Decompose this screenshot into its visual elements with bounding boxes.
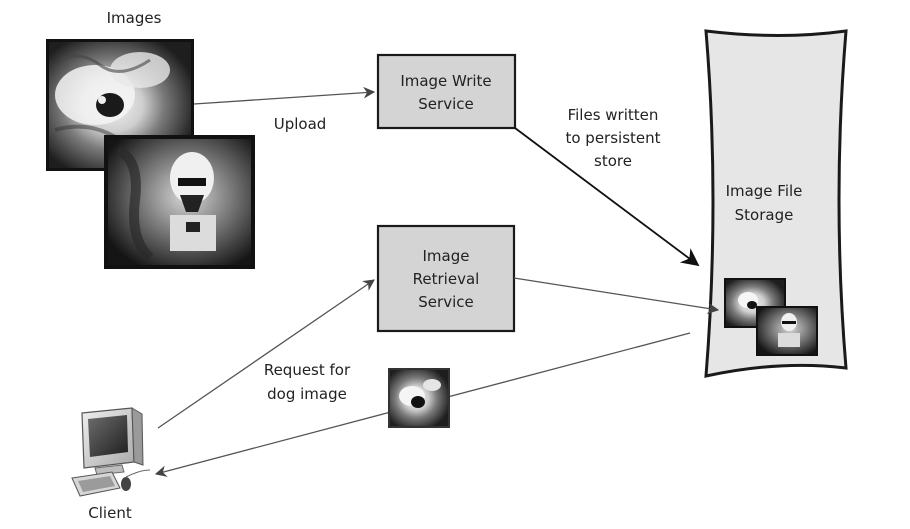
write-service-line1: Image Write xyxy=(400,72,491,90)
request-label: Request for dog image xyxy=(264,361,351,403)
image-retrieval-service: Image Retrieval Service xyxy=(376,224,516,333)
images-label: Images xyxy=(107,9,162,27)
stored-dog-thumbnail xyxy=(724,278,786,328)
retrieval-to-storage-arrow xyxy=(513,277,720,315)
files-written-line1: Files written xyxy=(568,106,659,124)
client-label: Client xyxy=(88,504,132,522)
write-to-storage-arrow xyxy=(514,127,700,267)
retrieval-line2: Retrieval xyxy=(413,270,480,288)
request-line1: Request for xyxy=(264,361,351,379)
stormtrooper-photo xyxy=(104,135,255,269)
files-written-line2: to persistent xyxy=(565,129,660,147)
upload-label: Upload xyxy=(274,115,327,133)
write-service-line2: Service xyxy=(418,95,473,113)
upload-arrow xyxy=(193,86,376,105)
image-file-storage: Image File Storage xyxy=(704,29,848,378)
stored-trooper-thumbnail xyxy=(756,306,818,356)
returned-dog-thumbnail xyxy=(388,368,450,428)
files-written-line3: store xyxy=(594,152,632,170)
request-arrow xyxy=(157,279,375,429)
dog-photo xyxy=(46,39,194,171)
files-written-label: Files written to persistent store xyxy=(565,106,660,170)
request-line2: dog image xyxy=(267,385,347,403)
image-write-service: Image Write Service xyxy=(376,53,517,130)
client-computer-icon xyxy=(71,407,151,497)
retrieval-line1: Image xyxy=(423,247,470,265)
retrieval-line3: Service xyxy=(418,293,473,311)
storage-line2: Storage xyxy=(735,206,794,224)
storage-line1: Image File xyxy=(726,182,803,200)
